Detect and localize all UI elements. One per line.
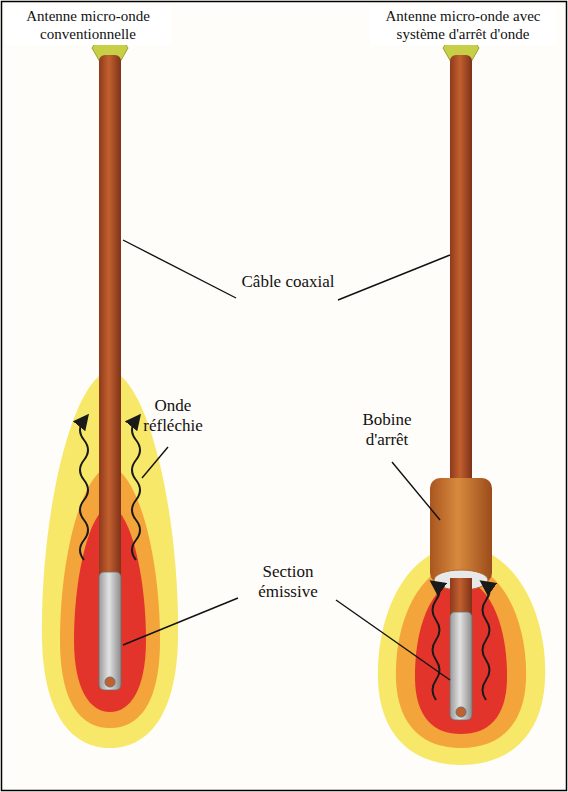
part-label: Bobine d'arrêt xyxy=(342,410,432,450)
leader-lines xyxy=(123,240,450,680)
part-label: Onde réfléchie xyxy=(128,396,218,436)
part-label: Section émissive xyxy=(240,562,336,602)
heading-label: Antenne micro-onde conventionnelle xyxy=(5,6,171,45)
heading-label: Antenne micro-onde avec système d'arrêt … xyxy=(370,6,556,45)
part-label: Câble coaxial xyxy=(238,272,338,292)
